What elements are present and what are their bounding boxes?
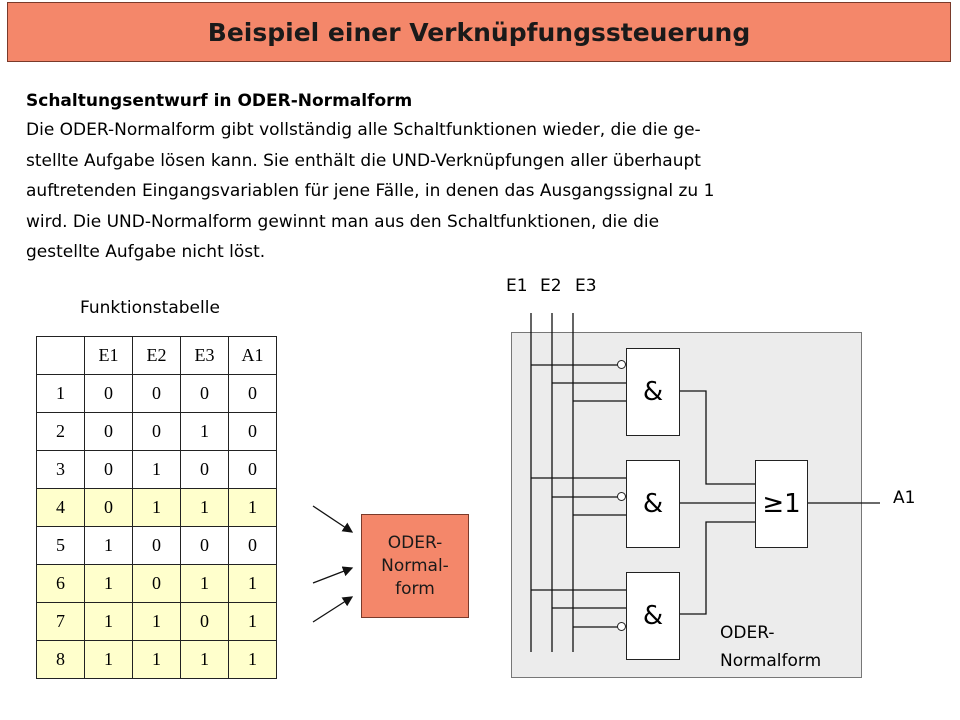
table-cell: 7 <box>36 602 85 641</box>
converter-label-line: ODER- <box>387 532 443 553</box>
negation-bubble <box>617 622 626 631</box>
and-gate-2: & <box>626 460 680 548</box>
table-cell: 1 <box>180 412 229 451</box>
paragraph-line: auftretenden Eingangsvariablen für jene … <box>26 181 715 201</box>
oder-normalform-box: ODER- Normal- form <box>361 514 469 618</box>
input-label-e2: E2 <box>540 276 562 296</box>
table-cell: 1 <box>132 488 181 527</box>
section-heading: Schaltungsentwurf in ODER-Normalform <box>26 91 413 111</box>
table-cell: 1 <box>132 602 181 641</box>
table-header-cell <box>36 336 85 375</box>
table-cell: 1 <box>84 602 133 641</box>
table-caption: Funktionstabelle <box>80 298 220 318</box>
table-header-cell: A1 <box>228 336 277 375</box>
table-row-highlighted: 7 1 1 0 1 <box>36 602 277 641</box>
or-gate: ≥1 <box>755 460 808 548</box>
converter-label-line: Normal- <box>381 555 449 576</box>
circuit-panel <box>511 332 862 678</box>
circuit-label: ODER- Normalform <box>720 619 821 675</box>
table-cell: 8 <box>36 640 85 679</box>
truth-table: E1 E2 E3 A1 1 0 0 0 0 2 0 0 1 0 3 0 1 0 … <box>36 336 277 679</box>
and-gate-symbol: & <box>642 489 664 519</box>
or-gate-symbol: ≥1 <box>762 489 801 519</box>
table-cell: 0 <box>180 374 229 413</box>
table-cell: 0 <box>132 564 181 603</box>
table-cell: 0 <box>180 602 229 641</box>
table-cell: 0 <box>132 374 181 413</box>
table-row-highlighted: 4 0 1 1 1 <box>36 488 277 527</box>
input-label-e3: E3 <box>575 276 597 296</box>
output-label-a1: A1 <box>893 488 916 508</box>
table-cell: 0 <box>84 412 133 451</box>
table-cell: 1 <box>180 640 229 679</box>
and-gate-3: & <box>626 572 680 660</box>
page-title: Beispiel einer Verknüpfungssteuerung <box>207 17 751 47</box>
table-cell: 0 <box>180 526 229 565</box>
paragraph-line: stellte Aufgabe lösen kann. Sie enthält … <box>26 150 701 171</box>
negation-bubble <box>617 492 626 501</box>
table-header-row: E1 E2 E3 A1 <box>36 336 277 375</box>
table-header-cell: E1 <box>84 336 133 375</box>
table-cell: 1 <box>228 488 277 527</box>
table-header-cell: E3 <box>180 336 229 375</box>
input-label-e1: E1 <box>506 276 528 296</box>
table-cell: 1 <box>180 564 229 603</box>
table-cell: 0 <box>228 412 277 451</box>
table-row: 1 0 0 0 0 <box>36 374 277 413</box>
table-row: 2 0 0 1 0 <box>36 412 277 451</box>
circuit-label-line: ODER- <box>720 623 775 643</box>
table-cell: 1 <box>84 564 133 603</box>
paragraph-line: Die ODER-Normalform gibt vollständig all… <box>26 120 701 140</box>
table-cell: 0 <box>228 374 277 413</box>
table-cell: 0 <box>84 450 133 489</box>
table-cell: 4 <box>36 488 85 527</box>
table-cell: 0 <box>84 374 133 413</box>
and-gate-symbol: & <box>642 601 664 631</box>
paragraph-line: gestellte Aufgabe nicht löst. <box>26 242 266 262</box>
circuit-label-line: Normalform <box>720 651 822 671</box>
title-banner: Beispiel einer Verknüpfungssteuerung <box>7 2 951 62</box>
and-gate-symbol: & <box>642 377 664 407</box>
converter-label-line: form <box>395 578 435 599</box>
table-row-highlighted: 8 1 1 1 1 <box>36 640 277 679</box>
table-cell: 0 <box>132 526 181 565</box>
table-cell: 0 <box>132 412 181 451</box>
description-paragraph: Die ODER-Normalform gibt vollständig all… <box>26 115 931 268</box>
table-cell: 1 <box>228 640 277 679</box>
table-cell: 1 <box>180 488 229 527</box>
table-cell: 1 <box>132 640 181 679</box>
table-row: 5 1 0 0 0 <box>36 526 277 565</box>
and-gate-1: & <box>626 348 680 436</box>
paragraph-line: wird. Die UND-Normalform gewinnt man aus… <box>26 211 660 232</box>
table-cell: 1 <box>84 640 133 679</box>
table-cell: 6 <box>36 564 85 603</box>
negation-bubble <box>617 360 626 369</box>
table-cell: 0 <box>84 488 133 527</box>
table-cell: 1 <box>228 602 277 641</box>
